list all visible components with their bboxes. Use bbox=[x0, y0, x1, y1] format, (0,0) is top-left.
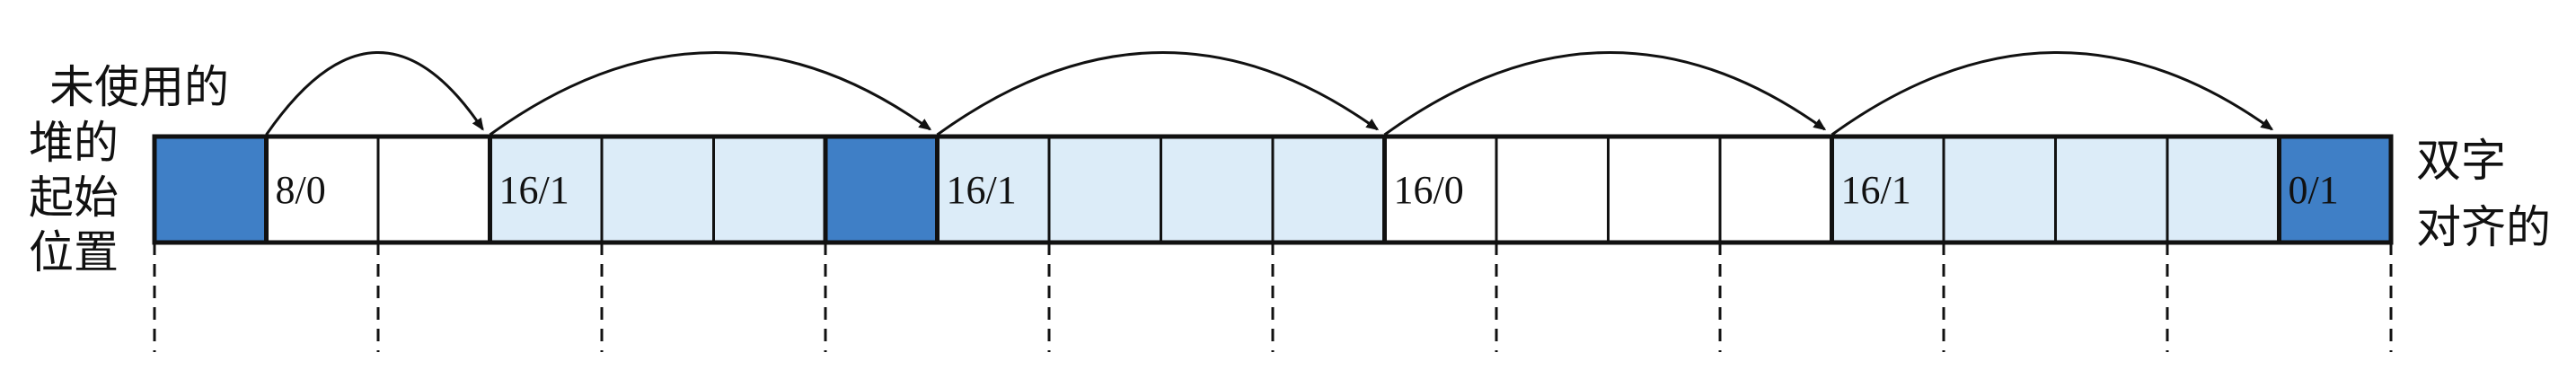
heap-start-label-line1: 堆的 bbox=[29, 117, 119, 169]
heap-word-cell bbox=[1607, 135, 1722, 244]
word-boundary-markers bbox=[153, 242, 2393, 352]
heap-word-cell bbox=[1718, 135, 1833, 244]
block-header-label: 16/1 bbox=[947, 168, 1017, 212]
block-header-label: 16/1 bbox=[499, 168, 569, 212]
heap-start-label-line2: 起始 bbox=[29, 172, 119, 224]
heap-word-cell bbox=[153, 135, 268, 244]
heap-word-cell bbox=[712, 135, 827, 244]
heap-word-cell bbox=[376, 135, 491, 244]
block-header-label: 0/1 bbox=[2289, 168, 2339, 212]
double-word-aligned-label-line2: 对齐的 bbox=[2416, 201, 2551, 253]
unused-label: 未使用的 bbox=[49, 61, 229, 113]
heap-word-cell bbox=[1047, 135, 1162, 244]
next-block-arrow bbox=[1831, 51, 2274, 137]
free-list-arrows bbox=[265, 51, 2274, 137]
block-header-label: 16/0 bbox=[1394, 168, 1464, 212]
next-block-arrow bbox=[489, 51, 932, 137]
heap-word-cell bbox=[1942, 135, 2057, 244]
double-word-aligned-label-line1: 双字 bbox=[2416, 135, 2506, 187]
heap-word-cell bbox=[1495, 135, 1610, 244]
heap-word-cell bbox=[600, 135, 715, 244]
heap-word-cell bbox=[2054, 135, 2169, 244]
block-header-label: 16/1 bbox=[1841, 168, 1911, 212]
heap-word-cell bbox=[824, 135, 939, 244]
next-block-arrow bbox=[265, 51, 484, 136]
heap-start-label-line3: 位置 bbox=[29, 226, 119, 278]
heap-cells: 8/0 16/1 16/1 16/0 16/1 0/1 bbox=[152, 134, 2394, 245]
heap-word-cell bbox=[1271, 135, 1386, 244]
heap-word-cell bbox=[1160, 135, 1275, 244]
block-header-label: 8/0 bbox=[276, 168, 326, 212]
next-block-arrow bbox=[1383, 51, 1827, 137]
heap-word-cell bbox=[2166, 135, 2280, 244]
heap-word-cell bbox=[489, 135, 604, 244]
next-block-arrow bbox=[936, 51, 1380, 137]
